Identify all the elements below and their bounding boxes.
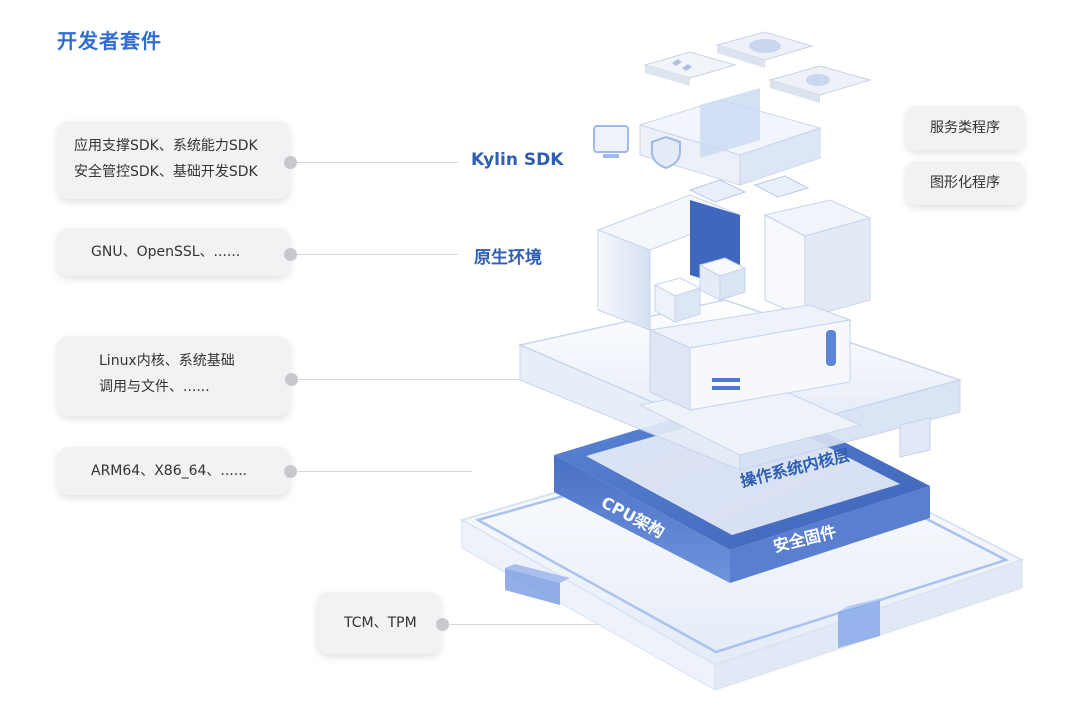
firmware-desc-card: TCM、TPM	[317, 592, 441, 654]
page-title: 开发者套件	[57, 29, 162, 53]
native-environment-cluster	[596, 175, 872, 411]
connector-line	[296, 254, 458, 255]
sdk-desc-card: 应用支撑SDK、系统能力SDK 安全管控SDK、基础开发SDK	[57, 121, 290, 199]
service-program-card: 服务类程序	[906, 106, 1024, 150]
connector-dot	[285, 373, 298, 386]
connector-dot	[284, 248, 297, 261]
native-environment-label: 原生环境	[474, 248, 542, 268]
connector-line	[296, 162, 458, 163]
connector-dot	[284, 156, 297, 169]
card-line: 应用支撑SDK、系统能力SDK	[74, 138, 258, 154]
card-line: Linux内核、系统基础	[99, 353, 235, 369]
card-line: 安全管控SDK、基础开发SDK	[74, 164, 258, 180]
card-line: GNU、OpenSSL、......	[91, 244, 241, 260]
cpu-desc-card: ARM64、X86_64、......	[57, 447, 290, 495]
card-line: ARM64、X86_64、......	[91, 463, 248, 479]
native-desc-card: GNU、OpenSSL、......	[57, 228, 290, 276]
card-line: TCM、TPM	[344, 615, 417, 631]
kernel-desc-card: Linux内核、系统基础 调用与文件、......	[57, 336, 290, 416]
connector-dot	[436, 618, 449, 631]
gui-program-card: 图形化程序	[906, 161, 1024, 205]
cpu-firmware-block	[554, 395, 930, 583]
connector-line	[296, 471, 472, 472]
kylin-sdk-label: Kylin SDK	[471, 150, 564, 170]
connector-line	[297, 379, 527, 380]
card-line: 调用与文件、......	[99, 379, 210, 395]
connector-dot	[284, 465, 297, 478]
sdk-layer-panels	[593, 31, 872, 186]
